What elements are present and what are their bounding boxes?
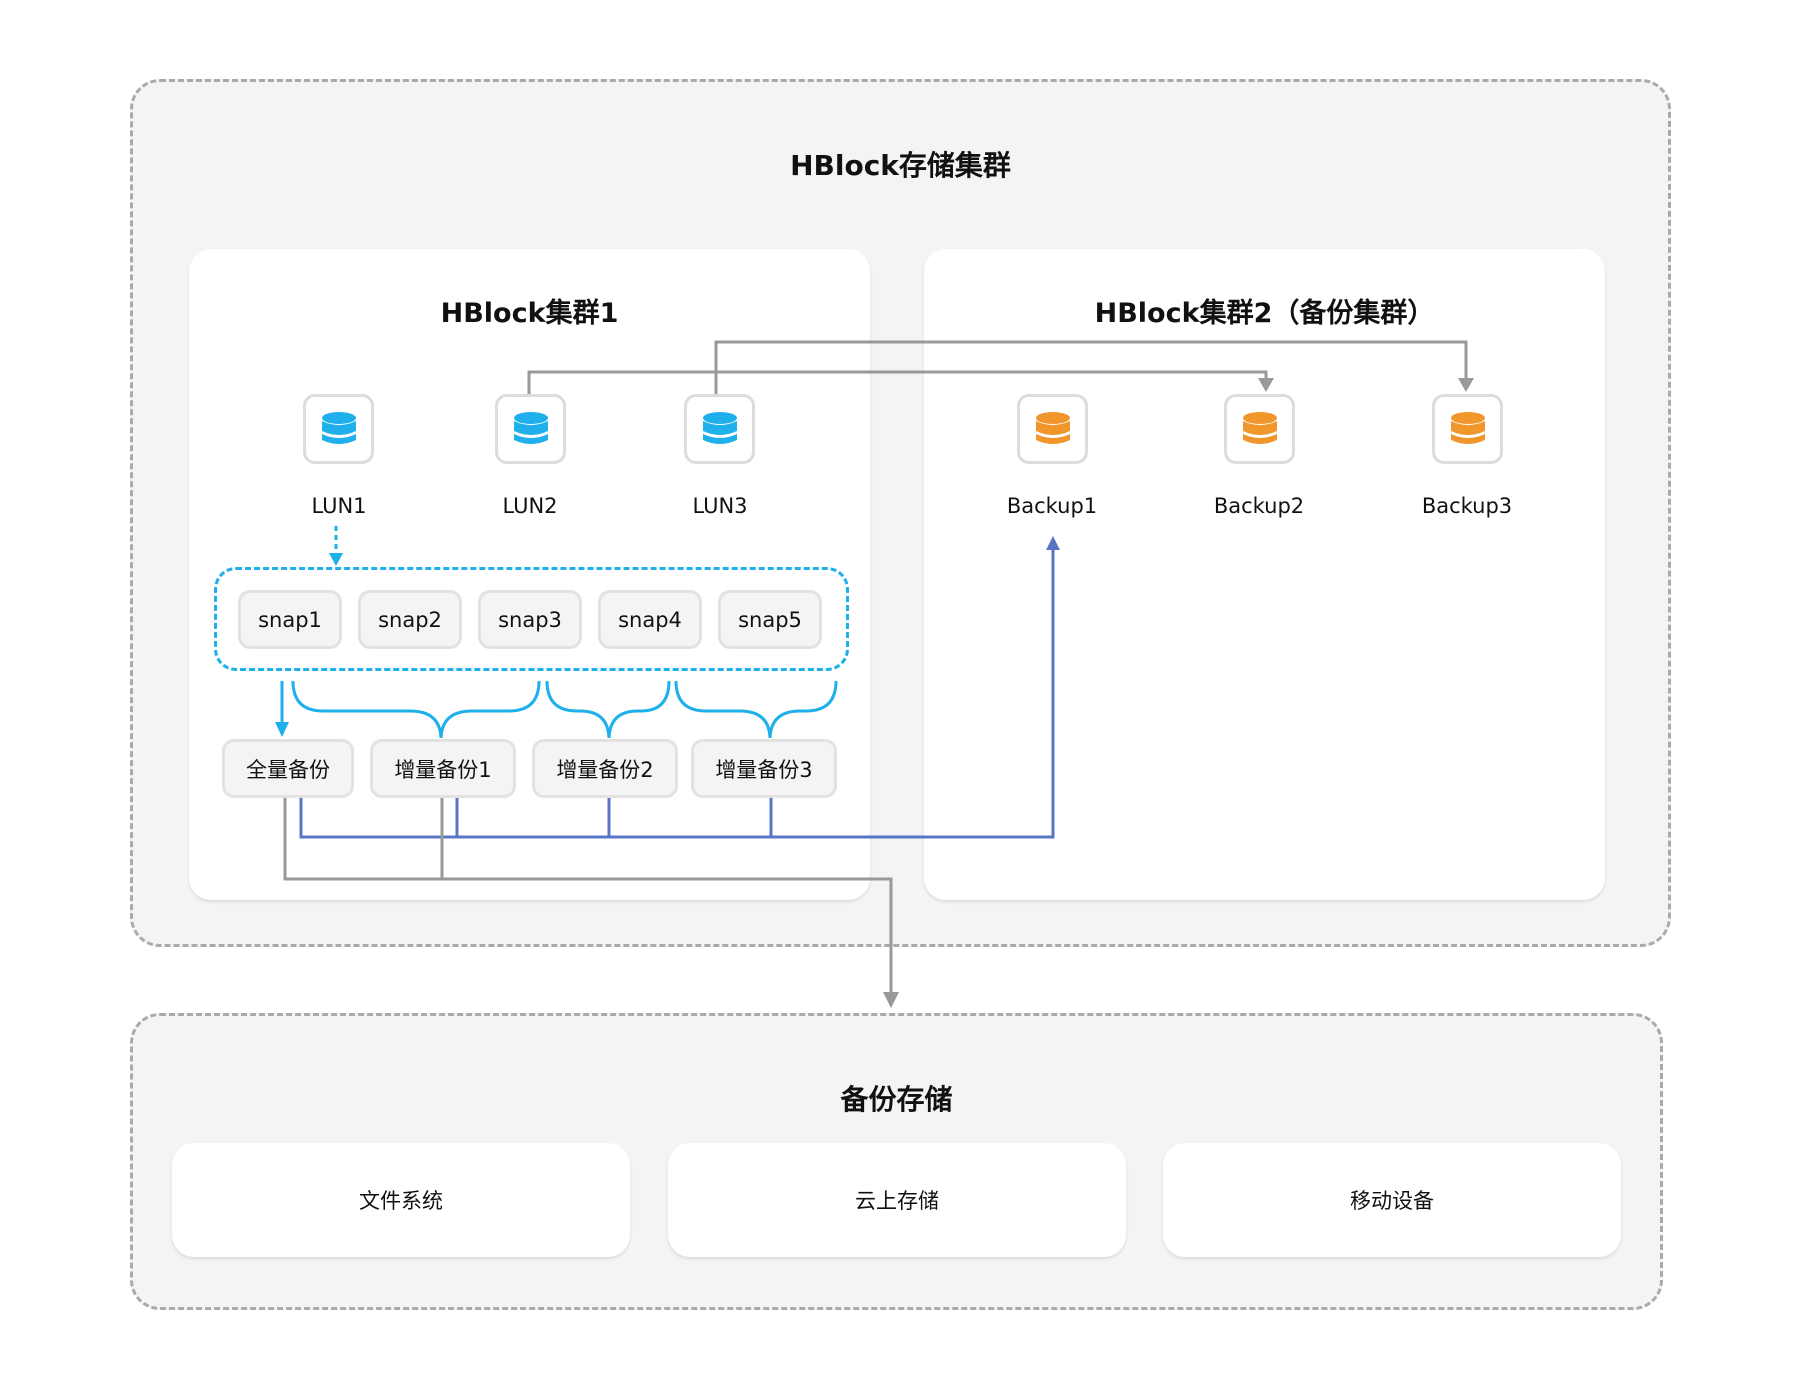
target-cloud-storage[interactable]: 云上存储 [668, 1143, 1126, 1257]
database-icon [1450, 412, 1485, 444]
arrow-head-backup-storage [883, 992, 899, 1008]
backup2-label: Backup2 [1213, 494, 1305, 518]
cluster2-title: HBlock集群2（备份集群） [1094, 298, 1435, 329]
snapshot-item[interactable]: snap4 [598, 590, 702, 649]
database-icon [1035, 412, 1070, 444]
database-icon [702, 412, 737, 444]
snapshot-item[interactable]: snap3 [478, 590, 582, 649]
backup-storage-title: 备份存储 [840, 1083, 953, 1116]
database-icon [1242, 412, 1277, 444]
database-icon [321, 412, 356, 444]
storage-cluster-title: HBlock存储集群 [790, 149, 1011, 182]
lun2-label: LUN2 [502, 494, 558, 518]
database-icon [513, 412, 548, 444]
backup3-node[interactable] [1432, 394, 1503, 464]
snapshot-item[interactable]: snap2 [358, 590, 462, 649]
incremental-backup-2[interactable]: 增量备份2 [532, 739, 678, 798]
target-mobile-device[interactable]: 移动设备 [1163, 1143, 1621, 1257]
incremental-backup-3[interactable]: 增量备份3 [691, 739, 837, 798]
backup2-node[interactable] [1224, 394, 1295, 464]
target-filesystem[interactable]: 文件系统 [172, 1143, 630, 1257]
lun2-node[interactable] [495, 394, 566, 464]
lun1-node[interactable] [303, 394, 374, 464]
lun3-label: LUN3 [692, 494, 748, 518]
backup1-label: Backup1 [1006, 494, 1098, 518]
lun1-label: LUN1 [311, 494, 367, 518]
snapshot-item[interactable]: snap5 [718, 590, 822, 649]
backup1-node[interactable] [1017, 394, 1088, 464]
lun3-node[interactable] [684, 394, 755, 464]
snapshot-item[interactable]: snap1 [238, 590, 342, 649]
incremental-backup-1[interactable]: 增量备份1 [370, 739, 516, 798]
full-backup[interactable]: 全量备份 [222, 739, 354, 798]
cluster2-card: HBlock集群2（备份集群） [924, 249, 1605, 900]
backup3-label: Backup3 [1421, 494, 1513, 518]
cluster1-title: HBlock集群1 [440, 298, 619, 329]
